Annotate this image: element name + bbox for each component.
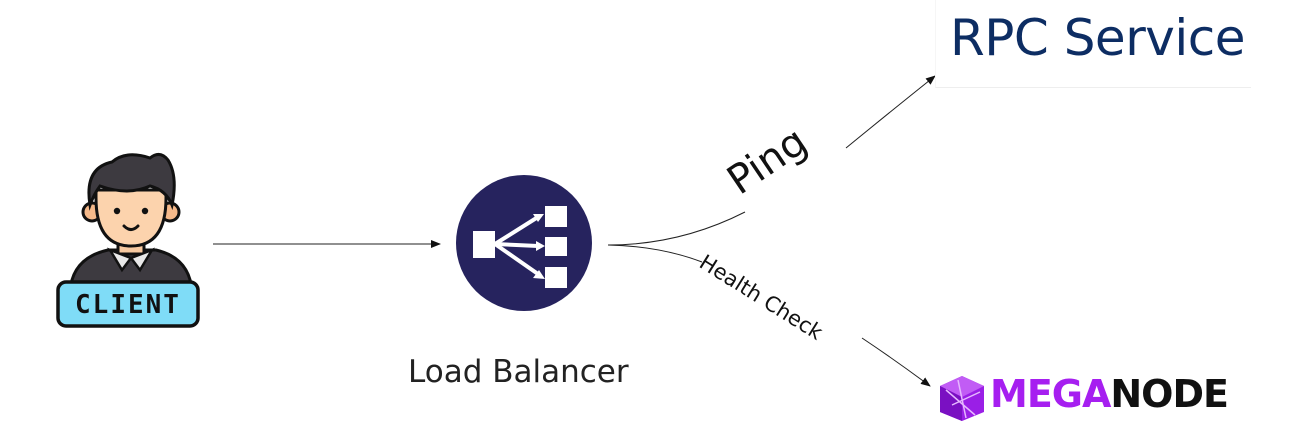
rpc-service-box — [935, 0, 1251, 88]
meganode-cube-icon — [940, 376, 984, 421]
meganode-logo-part1: MEGA — [990, 372, 1111, 416]
rpc-service-label: RPC Service — [950, 9, 1246, 67]
meganode-logo: MEGANODE — [990, 372, 1229, 416]
client-label: CLIENT — [75, 290, 181, 320]
edge-health-check-segment-1 — [607, 244, 703, 263]
client-person-icon — [56, 153, 200, 328]
load-balancer-label: Load Balancer — [408, 354, 629, 390]
edge-ping-segment-1 — [607, 211, 746, 246]
edge-ping-segment-2 — [845, 75, 936, 149]
load-balancer-icon — [456, 175, 592, 311]
edge-health-check-segment-2 — [861, 337, 931, 387]
meganode-logo-part2: NODE — [1110, 372, 1229, 416]
